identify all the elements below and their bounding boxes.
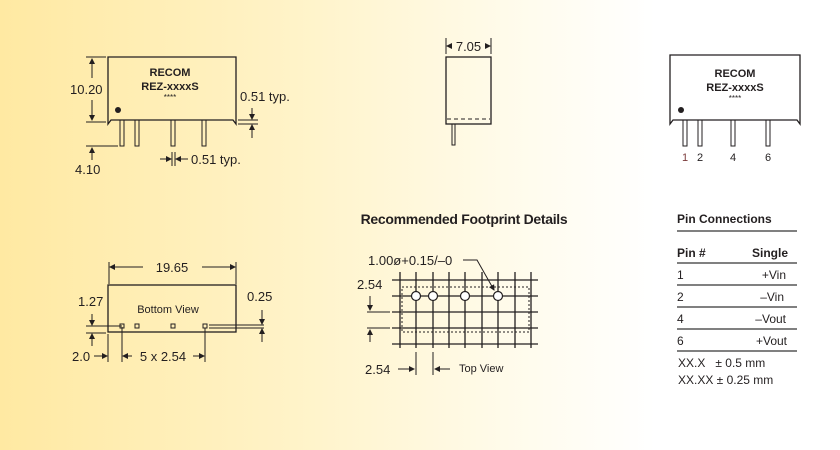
footprint-holes (410, 290, 504, 302)
svg-text:+Vin: +Vin (762, 268, 786, 282)
header-single: Single (752, 246, 788, 260)
svg-text:6: 6 (677, 334, 684, 348)
footprint-title: Recommended Footprint Details (361, 211, 568, 227)
pin-label: 4 (730, 152, 736, 164)
svg-text:4: 4 (677, 312, 684, 326)
brand-label: RECOM (715, 68, 756, 80)
svg-text:1: 1 (677, 268, 684, 282)
bottom-view-drawing: Bottom View 19.65 1.27 0.25 2.0 5 x 2.54 (72, 260, 272, 364)
grid-h-dim: 2.54 (365, 362, 390, 377)
grid-v-dim: 2.54 (357, 277, 382, 292)
dim-pin-length: 4.10 (75, 162, 100, 177)
svg-text:+Vout: +Vout (756, 334, 788, 348)
pin-label: 1 (682, 152, 688, 164)
pin-squares (119, 323, 208, 329)
svg-text:–Vin: –Vin (760, 290, 784, 304)
marking-label: **** (164, 93, 176, 102)
bottom-view-label: Bottom View (137, 304, 199, 316)
dim-pin-offset-y: 1.27 (78, 294, 103, 309)
dim-height: 10.20 (70, 82, 103, 97)
hole-dim: 1.00ø+0.15/–0 (368, 253, 452, 268)
table-row: 4 –Vout (677, 312, 787, 326)
svg-text:–Vout: –Vout (755, 312, 786, 326)
model-label: REZ-xxxxS (141, 81, 198, 93)
dim-length: 19.65 (156, 260, 189, 275)
dim-pitch: 5 x 2.54 (140, 349, 186, 364)
marking-label: **** (729, 94, 741, 103)
table-row: 2 –Vin (677, 290, 784, 304)
table-row: 1 +Vin (677, 268, 786, 282)
pin-connections-table: Pin Connections Pin # Single 1 +Vin 2 –V… (677, 212, 797, 387)
dim-pin-thickness: 0.51 typ. (240, 89, 290, 104)
pin-label: 6 (765, 152, 771, 164)
tolerance-line: XX.XX ± 0.25 mm (678, 373, 773, 387)
pinout-view-drawing: RECOM REZ-xxxxS **** 1 2 4 6 (669, 54, 801, 164)
dim-pin-width: 0.51 typ. (191, 152, 241, 167)
pin1-marker-dot (115, 107, 121, 113)
footprint-grid (392, 272, 538, 348)
tolerance-line: XX.X ± 0.5 mm (678, 356, 765, 370)
side-view-drawing: 7.05 (445, 38, 492, 146)
front-view-drawing: RECOM REZ-xxxxS **** 10.20 4.10 0.51 typ… (70, 56, 290, 177)
top-view-label: Top View (459, 363, 503, 375)
table-title: Pin Connections (677, 212, 772, 226)
dim-standoff: 0.25 (247, 289, 272, 304)
footprint-drawing: Recommended Footprint Details 1.00ø+0.15… (357, 211, 568, 377)
svg-text:2: 2 (677, 290, 684, 304)
dim-pin-offset-x: 2.0 (72, 349, 90, 364)
table-row: 6 +Vout (677, 334, 788, 348)
brand-label: RECOM (150, 67, 191, 79)
module-pins (119, 119, 207, 147)
pin-label: 2 (697, 152, 703, 164)
header-pin: Pin # (677, 246, 706, 260)
dim-width: 7.05 (456, 39, 481, 54)
module-body (107, 56, 237, 126)
model-label: REZ-xxxxS (706, 82, 763, 94)
